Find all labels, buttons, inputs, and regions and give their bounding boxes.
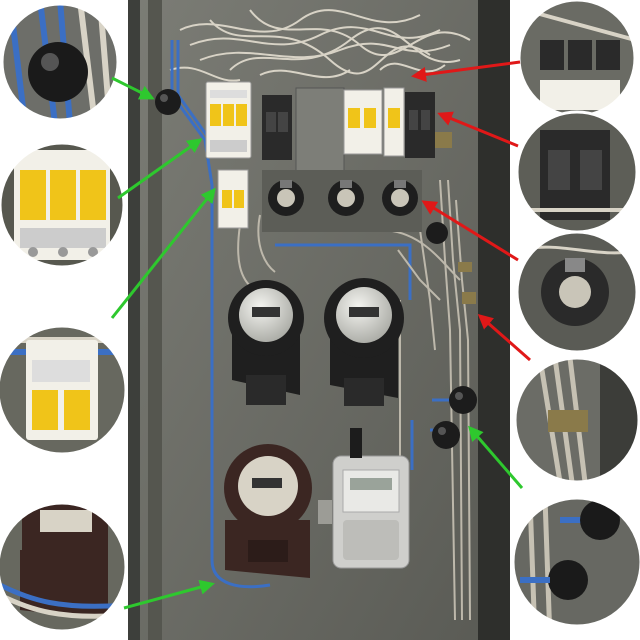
black-breakers-left [262, 95, 292, 160]
junction-connector-top [155, 89, 181, 115]
callout-black-breaker [515, 110, 639, 234]
arrow-red-2 [437, 111, 519, 148]
meter-cable-gland [350, 428, 362, 458]
red-arrows [411, 60, 531, 362]
rotary-switch-2 [328, 180, 364, 216]
black-breakers-right [405, 92, 435, 158]
callout-junction-closeup [0, 2, 120, 122]
arrow-green-1 [111, 76, 155, 100]
top-wire-bundle [169, 9, 471, 82]
callout-wire-connectors [511, 496, 640, 628]
arrow-red-4 [477, 314, 531, 362]
two-pole-breakers-right [343, 87, 405, 157]
junction-connectors-right [432, 386, 477, 449]
callout-old-meter [0, 501, 128, 633]
callout-ground-clamp [513, 356, 640, 484]
three-pole-breaker [205, 81, 252, 159]
arrow-red-3 [421, 200, 519, 262]
callout-two-pole-breaker [0, 324, 128, 456]
arrow-green-3 [110, 187, 216, 319]
callout-breaker-terminals [517, 0, 637, 118]
two-pole-breaker-lower [217, 169, 249, 229]
rotary-switches [262, 170, 422, 232]
panel-side-rail [148, 0, 162, 640]
din-rail-clip [318, 500, 332, 524]
callout-rotary-switch [515, 230, 639, 354]
electronic-meter [332, 455, 410, 569]
arrow-red-1 [411, 60, 521, 82]
green-arrows [110, 76, 524, 610]
callout-three-pole-breaker [0, 141, 126, 269]
arrow-green-4 [123, 579, 215, 610]
rotary-switch-3 [382, 180, 418, 216]
electric-meter-3 [224, 444, 312, 578]
electric-meter-2 [324, 278, 404, 406]
main-panel-photo [128, 0, 510, 640]
rotary-switch-1 [268, 180, 304, 216]
arrow-green-5 [468, 425, 524, 489]
junction-connector-mid [426, 222, 448, 244]
arrow-green-2 [117, 138, 203, 200]
center-enclosure [295, 87, 345, 173]
electric-meter-1 [228, 280, 304, 405]
ground-clamps [434, 132, 476, 304]
